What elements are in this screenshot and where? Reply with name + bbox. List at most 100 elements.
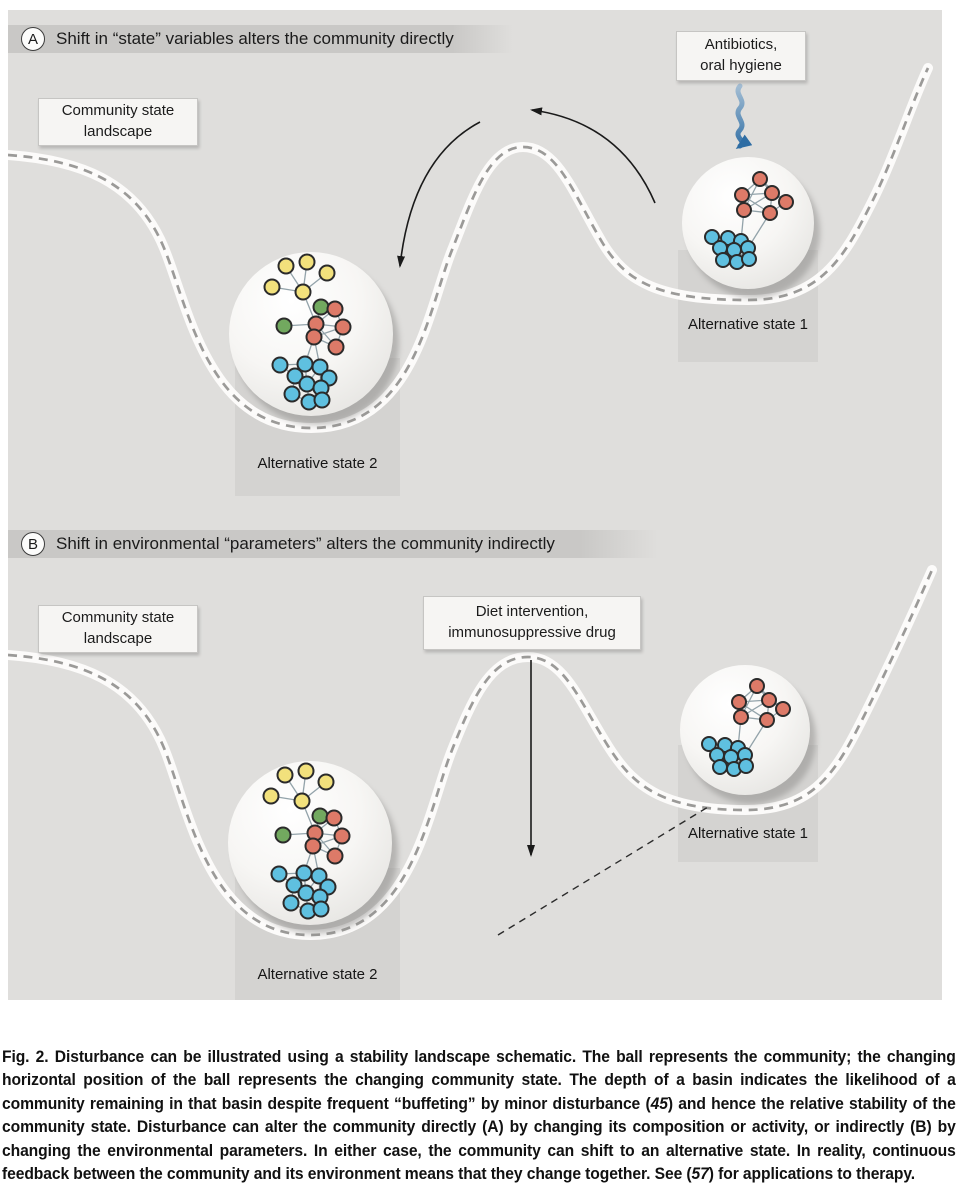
caption-segment: 57 (691, 1165, 709, 1184)
figure-caption: Fig. 2. Disturbance can be illustrated u… (2, 1046, 956, 1188)
red-taxon-node (326, 300, 344, 318)
panel-b-badge: B (21, 532, 45, 556)
blue-taxon-node (286, 367, 304, 385)
yellow-taxon-node (317, 773, 335, 791)
blue-taxon-node (312, 900, 330, 918)
community-state-landscape-label-a: Community state landscape (38, 98, 198, 146)
panel-a-badge: A (21, 27, 45, 51)
landscape-dashed-line-b (8, 569, 934, 937)
blue-taxon-node (741, 251, 757, 267)
red-taxon-node (778, 194, 794, 210)
blue-taxon-node (313, 391, 331, 409)
caption-segment: A (487, 1118, 499, 1137)
red-taxon-node (749, 678, 765, 694)
blue-taxon-node (282, 894, 300, 912)
red-taxon-node (731, 694, 747, 710)
community-ball-state2-b (228, 761, 398, 934)
label-line: landscape (83, 123, 153, 140)
yellow-taxon-node (293, 792, 311, 810)
label-line: Community state (61, 102, 175, 120)
red-taxon-node (759, 712, 775, 728)
blue-taxon-node (297, 884, 315, 902)
label-line: Diet intervention, (475, 603, 589, 621)
blue-taxon-node (704, 229, 720, 245)
green-taxon-node (274, 826, 292, 844)
alternative-state1-label-a: Alternative state 1 (687, 316, 809, 333)
green-taxon-node (312, 298, 330, 316)
red-taxon-node (764, 185, 780, 201)
altered-landscape-dashed-line (497, 806, 709, 936)
caption-segment: B (915, 1118, 927, 1137)
blue-taxon-node (712, 759, 728, 775)
panel-a-header: A Shift in “state” variables alters the … (8, 25, 513, 53)
yellow-taxon-node (263, 278, 281, 296)
caption-segment: 45 (650, 1094, 668, 1113)
red-taxon-node (761, 692, 777, 708)
red-taxon-node (334, 318, 352, 336)
yellow-taxon-node (277, 257, 295, 275)
blue-taxon-node (715, 252, 731, 268)
blue-taxon-node (298, 375, 316, 393)
community-network-state1-a (704, 171, 794, 270)
green-taxon-node (311, 807, 329, 825)
caption-segment: ) by changing the environmental paramete… (2, 1118, 956, 1184)
yellow-taxon-node (294, 283, 312, 301)
blue-taxon-node (271, 356, 289, 374)
community-state-landscape-label-b: Community state landscape (38, 605, 198, 653)
community-network-state1-b (701, 678, 791, 777)
landscape-scene (8, 63, 937, 1000)
red-taxon-node (736, 202, 752, 218)
yellow-taxon-node (262, 787, 280, 805)
yellow-taxon-node (318, 264, 336, 282)
red-taxon-node (734, 187, 750, 203)
blue-taxon-node (701, 736, 717, 752)
red-taxon-node (333, 827, 351, 845)
shift-arrow-down-icon (397, 121, 481, 268)
red-taxon-node (762, 205, 778, 221)
label-line: landscape (83, 630, 153, 647)
caption-segment: ) for applications to therapy. (708, 1165, 916, 1184)
community-network-state2-a (263, 253, 352, 411)
blue-taxon-node (283, 385, 301, 403)
label-line: oral hygiene (700, 57, 782, 74)
blue-taxon-node (270, 865, 288, 883)
blue-taxon-node (311, 358, 329, 376)
green-taxon-node (275, 317, 293, 335)
red-taxon-node (326, 847, 344, 865)
stability-landscape-figure: A Shift in “state” variables alters the … (8, 10, 942, 1000)
community-ball-state2-a (229, 252, 399, 425)
yellow-taxon-node (276, 766, 294, 784)
disturbance-label-b: Diet intervention, immunosuppressive dru… (423, 596, 641, 650)
panel-b-header: B Shift in environmental “parameters” al… (8, 530, 658, 558)
community-network-state2-b (262, 762, 351, 920)
caption-segment: ) and hence the relative stability of th… (2, 1094, 956, 1137)
label-line: Antibiotics, (704, 36, 778, 54)
blue-taxon-node (310, 867, 328, 885)
caption-segment: ) by changing its composition or activit… (498, 1118, 916, 1137)
red-taxon-node (733, 709, 749, 725)
community-ball-state1-b (680, 665, 816, 804)
caption-segment: Fig. 2. (2, 1047, 49, 1066)
label-line: Community state (61, 609, 175, 627)
panel-b-title: Shift in environmental “parameters” alte… (56, 534, 555, 553)
blue-taxon-node (738, 758, 754, 774)
shift-arrow-up-icon (530, 107, 656, 204)
blue-taxon-node (285, 876, 303, 894)
label-line: immunosuppressive drug (448, 624, 616, 641)
community-ball-state1-a (682, 157, 820, 298)
red-taxon-node (775, 701, 791, 717)
disturbance-squiggle-arrow-icon (735, 83, 753, 150)
yellow-taxon-node (298, 253, 316, 271)
red-taxon-node (327, 338, 345, 356)
red-taxon-node (304, 837, 322, 855)
red-taxon-node (325, 809, 343, 827)
red-taxon-node (752, 171, 768, 187)
yellow-taxon-node (297, 762, 315, 780)
landscape-dashed-line-a (8, 67, 930, 430)
disturbance-label-a: Antibiotics, oral hygiene (676, 31, 806, 81)
alternative-state2-label-b: Alternative state 2 (257, 966, 378, 983)
alternative-state2-label-a: Alternative state 2 (257, 455, 378, 472)
red-taxon-node (305, 328, 323, 346)
panel-a-title: Shift in “state” variables alters the co… (56, 29, 454, 48)
